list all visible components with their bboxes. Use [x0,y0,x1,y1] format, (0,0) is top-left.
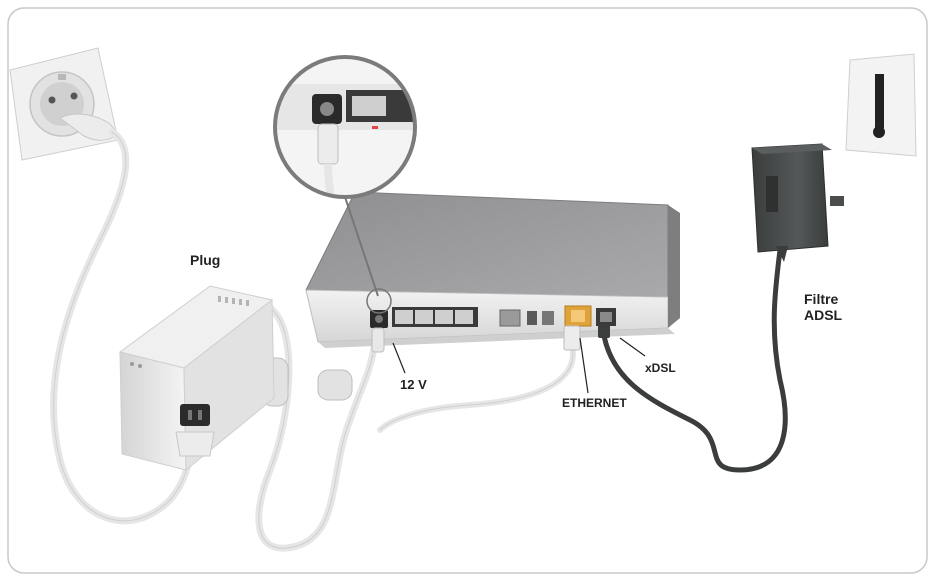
leader-ethernet [579,337,589,394]
xdsl-label: xDSL [645,361,676,375]
iec-inlet [180,404,210,426]
power-12v-label: 12 V [400,377,427,392]
router-icon [305,191,680,348]
lan-port [395,310,413,324]
lan-port [435,310,453,324]
usb-port [527,311,537,325]
adsl-filter-label-line1: Filtre [804,291,839,307]
leader-xdsl [619,337,646,357]
ethernet-label: ETHERNET [562,396,627,410]
lan-port [415,310,433,324]
dc-plug [371,327,385,353]
phone-port [499,309,521,327]
xdsl-cable [600,247,788,473]
adsl-filter-label-line2: ADSL [804,307,843,324]
magnifier-icon [273,55,417,314]
adsl-filter-label: Filtre ADSL [804,291,842,323]
xdsl-plug [598,324,610,338]
plug-label: Plug [190,252,221,268]
ferrite-core [317,369,353,401]
power-adapter-icon [118,285,275,472]
lan-port [455,310,473,324]
phone-jack-icon [845,53,917,157]
adsl-filter-icon [751,143,844,262]
leader-12v [392,342,406,374]
ethernet-plug [563,325,581,351]
